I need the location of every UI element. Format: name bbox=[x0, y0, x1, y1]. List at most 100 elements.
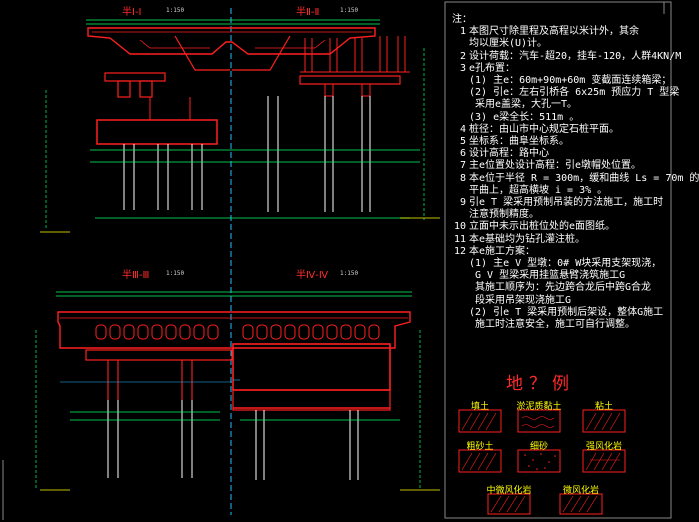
drawing-canvas bbox=[2, 1, 672, 520]
note-line: 其施工顺序为：先边跨合龙后中跨G合龙 bbox=[452, 282, 666, 294]
note-line: 注意预制精度。 bbox=[452, 209, 666, 221]
note-number: 11 bbox=[453, 233, 466, 245]
note-number: 3 bbox=[459, 62, 466, 74]
note-text: e孔布置： bbox=[469, 62, 516, 74]
box-girder-outline bbox=[87, 27, 376, 55]
pier-block-lower-right bbox=[232, 343, 391, 391]
note-text: 平曲上，超高横坡 i = 3% 。 bbox=[469, 184, 608, 196]
note-text: 设计荷载：汽车-超20，挂车-120，人群4KN/M bbox=[469, 50, 682, 62]
legend-label-5: 细砂 bbox=[529, 442, 548, 452]
note-line: (1) 主e V 型墩：0# W块采用支架现浇， bbox=[452, 258, 666, 270]
note-number: 12 bbox=[453, 245, 466, 257]
legend-label-1: 填土 bbox=[470, 402, 489, 412]
note-line: 段采用吊架现浇施工G bbox=[452, 295, 666, 307]
note-text: (1) 主e V 型墩：0# W块采用支架现浇， bbox=[469, 258, 662, 270]
note-text: 采用e盖梁，大孔一T。 bbox=[469, 99, 578, 111]
legend-label-7: 中微风化岩 bbox=[486, 486, 532, 496]
note-text: (2) 引e：左右引桥各 6x25m 预应力 T 型梁 bbox=[469, 87, 680, 99]
note-text: 立面中未示出桩位处的e面图纸。 bbox=[469, 221, 616, 233]
note-text: 段采用吊架现浇施工G bbox=[469, 294, 572, 306]
upper-piles bbox=[123, 96, 371, 212]
note-text: 其施工顺序为：先边跨合龙后中跨G合龙 bbox=[469, 282, 652, 294]
upper-section-girders bbox=[87, 27, 410, 145]
legend-label-4: 粗砂土 bbox=[466, 442, 494, 452]
note-number: 8 bbox=[459, 172, 466, 184]
section-title-2: 半Ⅱ-Ⅱ bbox=[296, 7, 320, 18]
note-line: 施工时注意安全，施工可自行调整。 bbox=[452, 319, 666, 331]
upper-dimensions bbox=[45, 19, 425, 230]
legend-label-2: 淤泥质黏土 bbox=[516, 402, 562, 412]
note-line: 采用e盖梁，大孔一T。 bbox=[452, 99, 666, 111]
note-line: (2) 引e：左右引桥各 6x25m 预应力 T 型梁 bbox=[452, 87, 679, 99]
note-line: 平曲上，超高横坡 i = 3% 。 bbox=[452, 185, 666, 197]
note-number: 1 bbox=[459, 26, 466, 38]
note-number: 5 bbox=[459, 136, 466, 148]
notes-heading: 注： bbox=[452, 14, 472, 25]
note-text: 主e位置处设计高程：引e墩帽处位置。 bbox=[469, 160, 642, 172]
note-text: 本e位于半径 R = 300m，缓和曲线 Ls = 70m 的 bbox=[469, 172, 699, 184]
note-text: 注意预制精度。 bbox=[469, 209, 539, 221]
note-text: 本图尺寸除里程及高程以米计外，其余 bbox=[469, 26, 639, 38]
legend-label-6: 强风化岩 bbox=[585, 442, 622, 452]
note-line: (1) 主e：60m+90m+60m 变截面连续箱梁； bbox=[452, 75, 671, 87]
legend-label-3: 粘土 bbox=[594, 402, 613, 412]
note-number: 6 bbox=[459, 148, 466, 160]
note-number: 7 bbox=[459, 160, 466, 172]
note-text: G V 型梁采用挂篮悬臂浇筑施工G bbox=[469, 270, 626, 282]
section-scale-1: 1:150 bbox=[166, 7, 185, 14]
web-right bbox=[232, 35, 291, 71]
fine-sand-dots bbox=[524, 453, 556, 470]
note-text: 本e基础均为钻孔灌注桩。 bbox=[469, 233, 586, 245]
lower-piles bbox=[107, 400, 359, 480]
note-number: 2 bbox=[459, 50, 466, 62]
hollow-slab-cells bbox=[95, 324, 380, 340]
section-scale-4: 1:150 bbox=[340, 270, 359, 277]
t-beams-right bbox=[300, 36, 410, 73]
section-title-3: 半Ⅲ-Ⅲ bbox=[122, 270, 150, 281]
web-left bbox=[174, 35, 230, 71]
pier-cap-lower-left bbox=[85, 349, 233, 361]
note-text: 施工时注意安全，施工可自行调整。 bbox=[469, 319, 636, 331]
note-line: G V 型梁采用挂篮悬臂浇筑施工G bbox=[452, 270, 666, 282]
note-number: 10 bbox=[453, 221, 466, 233]
section-scale-3: 1:150 bbox=[166, 270, 185, 277]
footing-left bbox=[96, 119, 218, 145]
note-text: 坐标系：曲阜坐标系。 bbox=[469, 136, 569, 148]
note-number: 4 bbox=[459, 123, 466, 135]
section-title-1: 半Ⅰ-Ⅰ bbox=[122, 7, 142, 18]
note-text: (2) 引e T 梁采用预制后架设，整体G施工 bbox=[469, 306, 664, 318]
note-line: 均以厘米(U)计。 bbox=[452, 38, 666, 50]
section-title-4: 半Ⅳ-Ⅳ bbox=[296, 270, 329, 281]
note-text: 本e施工方案： bbox=[469, 245, 536, 257]
legend-label-8: 微风化岩 bbox=[562, 486, 599, 496]
legend-swatches bbox=[458, 409, 626, 515]
note-line: (3) e梁全长：511m 。 bbox=[452, 112, 666, 124]
note-line: (2) 引e T 梁采用预制后架设，整体G施工 bbox=[452, 307, 666, 319]
note-text: (3) e梁全长：511m 。 bbox=[469, 111, 580, 123]
legend-title: 地？例 bbox=[506, 374, 575, 394]
lower-section-girders bbox=[57, 311, 411, 411]
note-text: (1) 主e：60m+90m+60m 变截面连续箱梁； bbox=[469, 75, 672, 87]
note-text: 设计高程：路中心 bbox=[469, 148, 549, 160]
note-text: 均以厘米(U)计。 bbox=[469, 38, 548, 50]
note-text: 引e T 梁采用预制吊装的方法施工，施工时 bbox=[469, 197, 664, 209]
note-text: 桩径：由山市中心规定石桩平面。 bbox=[469, 123, 619, 135]
note-number: 9 bbox=[459, 197, 466, 209]
section-scale-2: 1:150 bbox=[340, 7, 359, 14]
lower-dimensions bbox=[35, 291, 421, 490]
notes-border bbox=[444, 1, 672, 519]
elevation-markers bbox=[40, 217, 440, 491]
